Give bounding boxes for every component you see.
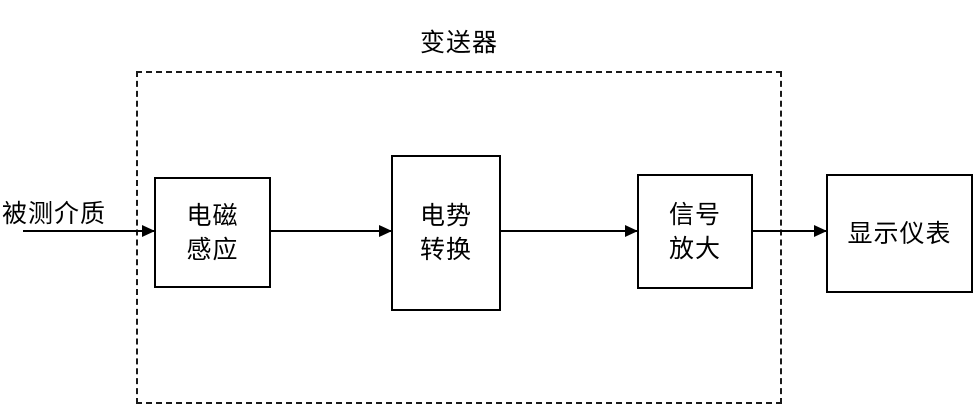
block-em-induction-line1: 电磁 [186,200,239,230]
block-potential-conversion-line1: 电势 [419,201,472,230]
arrow-medium-to-em-induction [23,230,154,232]
arrow-em-induction-to-potential [271,230,391,232]
transmitter-title: 变送器 [419,28,498,57]
arrow-potential-to-amplify [501,230,637,232]
block-signal-amplification-line1: 信号 [668,199,721,229]
block-signal-amplification: 信号 放大 [637,174,753,289]
block-potential-conversion: 电势 转换 [391,155,501,311]
block-display-meter: 显示仪表 [826,174,973,293]
block-em-induction: 电磁 感应 [154,177,271,288]
block-display-meter-line1: 显示仪表 [847,218,952,248]
input-label-measured-medium: 被测介质 [2,199,107,228]
block-em-induction-line2: 感应 [186,234,239,264]
block-potential-conversion-line2: 转换 [419,235,472,264]
arrow-amplify-to-display [753,230,826,232]
transmitter-enclosure [136,71,782,404]
block-signal-amplification-line2: 放大 [668,233,721,263]
